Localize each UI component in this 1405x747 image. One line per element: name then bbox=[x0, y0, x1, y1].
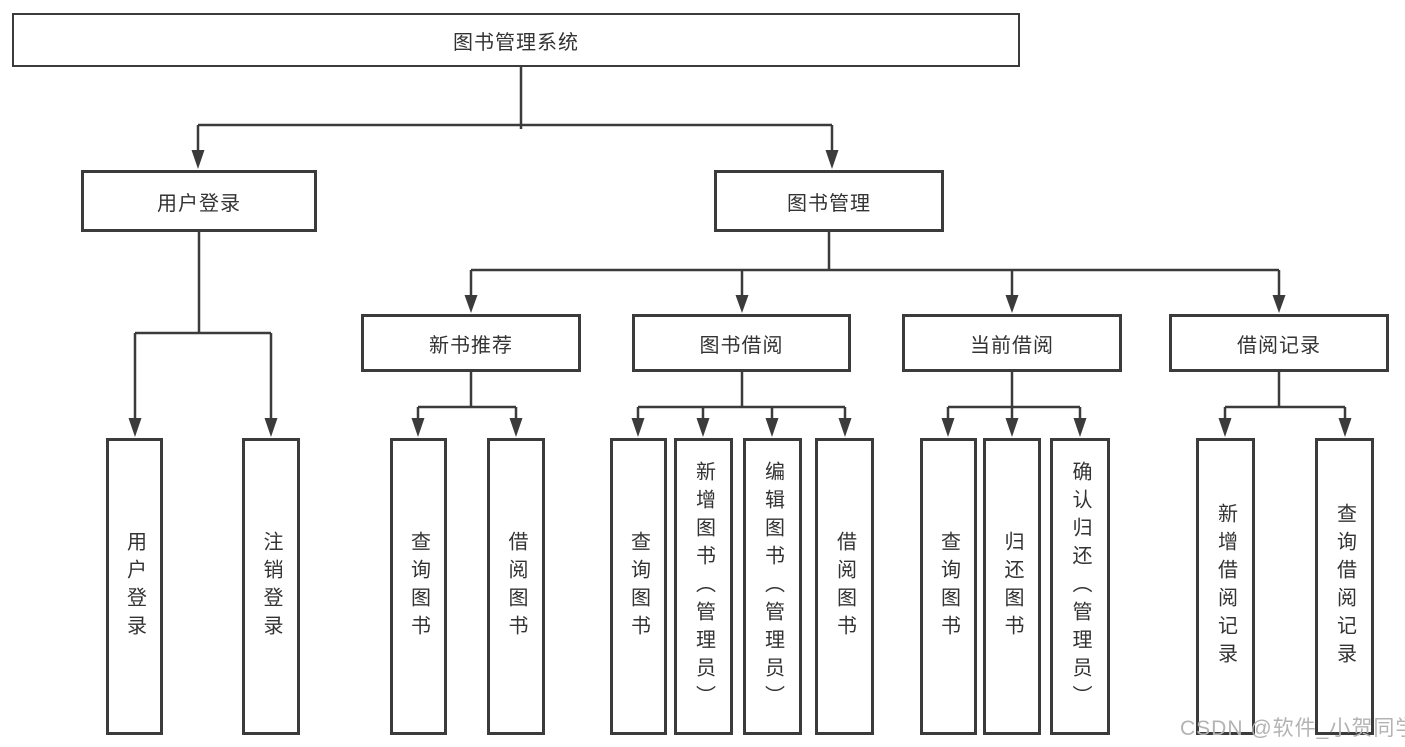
leaf-label: 注销登录 bbox=[260, 530, 282, 643]
leaf-label: 用户登录 bbox=[123, 530, 146, 643]
leaf-query-books-current: 查询图书 bbox=[920, 438, 977, 735]
leaf-borrow-books-borrowing: 借阅图书 bbox=[815, 438, 874, 735]
leaf-label: 新增借阅记录 bbox=[1214, 502, 1237, 671]
leaf-query-borrow-record: 查询借阅记录 bbox=[1315, 438, 1374, 735]
watermark: CSDN @软件_小贺同学 bbox=[1180, 717, 1405, 740]
leaf-add-borrow-record: 新增借阅记录 bbox=[1196, 438, 1255, 735]
leaf-add-books-admin: 新增图书（管理员） bbox=[674, 438, 733, 735]
node-label: 借阅记录 bbox=[1237, 334, 1321, 357]
leaf-label: 查询借阅记录 bbox=[1333, 502, 1356, 671]
node-library-management-system: 图书管理系统 bbox=[12, 13, 1020, 67]
leaf-user-login: 用户登录 bbox=[106, 438, 163, 735]
leaf-edit-books-admin: 编辑图书（管理员） bbox=[743, 438, 802, 735]
leaf-confirm-return-admin: 确认归还（管理员） bbox=[1050, 438, 1110, 735]
node-current-borrowing: 当前借阅 bbox=[902, 314, 1122, 372]
leaf-query-books-newbook: 查询图书 bbox=[390, 438, 447, 735]
leaf-label: 查询图书 bbox=[407, 530, 430, 643]
leaf-label: 查询图书 bbox=[937, 530, 960, 643]
leaf-label: 归还图书 bbox=[1001, 530, 1023, 643]
node-borrowing-records: 借阅记录 bbox=[1169, 314, 1389, 372]
leaf-label: 新增图书（管理员） bbox=[692, 460, 715, 713]
leaf-label: 借阅图书 bbox=[833, 530, 856, 643]
leaf-borrow-books-newbook: 借阅图书 bbox=[487, 438, 545, 735]
leaf-return-books: 归还图书 bbox=[983, 438, 1041, 735]
leaf-query-books-borrowing: 查询图书 bbox=[610, 438, 667, 735]
node-new-book-recommendation: 新书推荐 bbox=[361, 314, 581, 372]
node-label: 图书管理 bbox=[787, 192, 871, 215]
node-book-borrowing: 图书借阅 bbox=[632, 314, 851, 372]
node-label: 图书管理系统 bbox=[453, 31, 579, 54]
node-label: 用户登录 bbox=[157, 192, 241, 215]
node-book-management: 图书管理 bbox=[714, 170, 944, 232]
node-label: 图书借阅 bbox=[699, 334, 784, 357]
leaf-label: 借阅图书 bbox=[505, 530, 527, 643]
leaf-label: 编辑图书（管理员） bbox=[761, 460, 784, 713]
leaf-label: 确认归还（管理员） bbox=[1069, 460, 1091, 713]
node-label: 新书推荐 bbox=[429, 334, 513, 357]
leaf-logout: 注销登录 bbox=[242, 438, 300, 735]
node-label: 当前借阅 bbox=[970, 334, 1054, 357]
leaf-label: 查询图书 bbox=[627, 530, 650, 643]
node-user-login: 用户登录 bbox=[81, 170, 317, 232]
